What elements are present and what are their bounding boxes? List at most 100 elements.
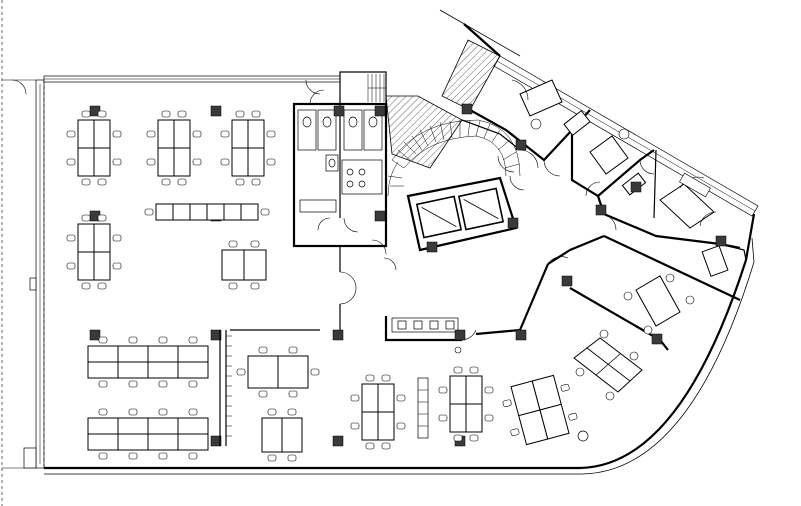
desk xyxy=(77,251,95,281)
chair xyxy=(396,422,406,430)
desk xyxy=(147,361,179,379)
chair xyxy=(192,130,202,138)
desk xyxy=(93,223,111,253)
wing-edge-line xyxy=(439,9,521,57)
chair xyxy=(288,346,298,354)
chair xyxy=(112,262,122,270)
chair xyxy=(228,282,238,290)
chair xyxy=(98,336,108,344)
office-1-furniture xyxy=(511,79,591,136)
chair xyxy=(144,208,154,216)
chair xyxy=(469,434,479,442)
chair xyxy=(484,414,494,422)
chair xyxy=(228,240,238,248)
desk xyxy=(87,345,119,363)
chair xyxy=(112,158,122,166)
chair xyxy=(510,428,520,437)
chair xyxy=(97,110,107,118)
chair xyxy=(258,346,268,354)
chair xyxy=(158,336,168,344)
chair xyxy=(112,234,122,242)
chair xyxy=(251,110,261,118)
chair xyxy=(98,452,108,460)
chair xyxy=(97,178,107,186)
spiral-staircase xyxy=(387,119,521,197)
desk xyxy=(177,361,209,379)
workstation-cluster-d xyxy=(66,214,122,290)
desk xyxy=(117,433,149,451)
chair xyxy=(560,383,570,392)
chair xyxy=(350,422,360,430)
chair xyxy=(128,452,138,460)
desk xyxy=(157,119,175,149)
chair xyxy=(66,262,76,270)
desk xyxy=(189,203,208,221)
south-facade-wall xyxy=(44,259,748,470)
chair xyxy=(161,110,171,118)
chair xyxy=(365,374,375,382)
workstation-cluster-k xyxy=(350,374,406,450)
office-3-furniture xyxy=(659,172,729,277)
chair xyxy=(258,390,268,398)
desk xyxy=(173,147,191,177)
desk xyxy=(206,203,225,221)
desk xyxy=(277,355,309,389)
desk xyxy=(377,383,395,413)
chair xyxy=(128,408,138,416)
chair xyxy=(438,414,448,422)
chair xyxy=(158,380,168,388)
office-4-furniture xyxy=(623,273,695,335)
chair xyxy=(287,408,297,416)
desk xyxy=(77,119,95,149)
desk xyxy=(77,223,95,253)
chair xyxy=(146,158,156,166)
chair xyxy=(484,386,494,394)
chair xyxy=(251,178,261,186)
desk xyxy=(87,433,119,451)
chair xyxy=(250,282,260,290)
service-core xyxy=(292,71,397,330)
reception-bench xyxy=(391,317,459,333)
chair xyxy=(161,178,171,186)
desk xyxy=(117,417,149,435)
round-table xyxy=(577,430,589,442)
chair xyxy=(220,158,230,166)
toilet-cubicles xyxy=(297,109,383,213)
desk xyxy=(449,375,467,405)
chair xyxy=(310,368,320,376)
reception-area xyxy=(337,316,521,354)
workstation-cluster-j xyxy=(261,408,303,462)
desk xyxy=(117,345,149,363)
desk xyxy=(77,147,95,177)
desk xyxy=(172,203,191,221)
desk xyxy=(361,411,379,441)
chair xyxy=(158,452,168,460)
chair xyxy=(266,158,276,166)
chair xyxy=(220,130,230,138)
desk xyxy=(147,345,179,363)
desk xyxy=(231,147,249,177)
chair xyxy=(66,158,76,166)
workstation-cluster-c xyxy=(220,110,276,186)
chair xyxy=(381,374,391,382)
desk xyxy=(240,203,259,221)
workstation-bench-e xyxy=(144,203,270,221)
desk xyxy=(221,249,245,281)
chair xyxy=(469,366,479,374)
chair xyxy=(235,178,245,186)
desk xyxy=(177,433,209,451)
desk xyxy=(93,147,111,177)
chair xyxy=(267,408,277,416)
desk xyxy=(243,249,267,281)
chair xyxy=(97,214,107,222)
workstation-bench-h xyxy=(87,408,209,460)
chair xyxy=(453,366,463,374)
desk xyxy=(231,119,249,149)
chair xyxy=(235,110,245,118)
desk xyxy=(155,203,174,221)
workstation-cluster-b xyxy=(146,110,202,186)
desk xyxy=(147,417,179,435)
chair xyxy=(192,158,202,166)
desk xyxy=(223,203,242,221)
desk xyxy=(361,383,379,413)
